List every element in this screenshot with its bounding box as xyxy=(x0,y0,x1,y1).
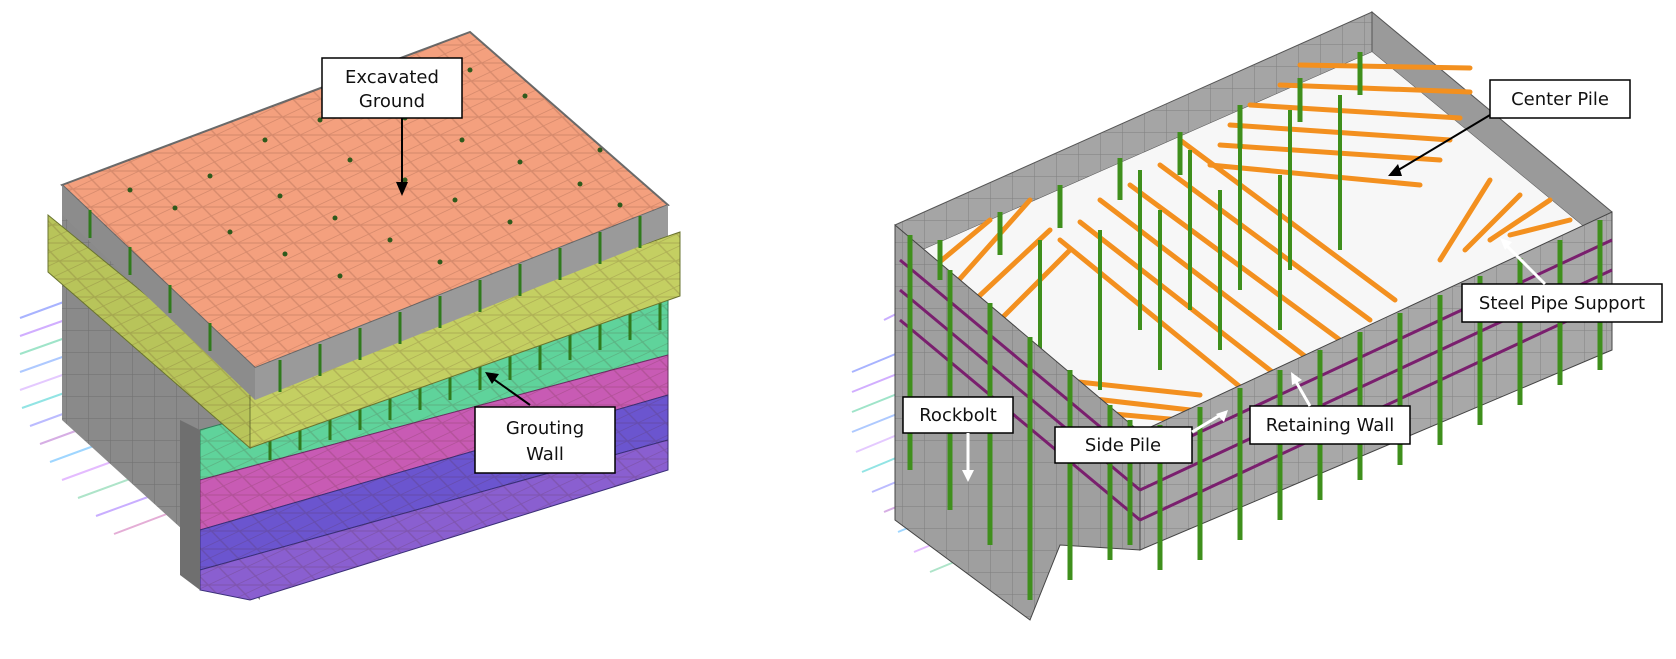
steel-pipe-support-callout: Steel Pipe Support xyxy=(1461,238,1663,323)
rockbolt-callout: Rockbolt xyxy=(902,396,1014,482)
steel-pipe-supports xyxy=(927,62,1573,423)
center-pile-label: Center Pile xyxy=(1511,89,1609,110)
grouting-wall-callout: Grouting Wall xyxy=(474,372,616,474)
steel-pipe-support-label: Steel Pipe Support xyxy=(1479,293,1645,314)
right-model: Center Pile Steel Pipe Support Rockbolt … xyxy=(851,10,1663,621)
grouting-wall-label-line1: Grouting xyxy=(506,418,584,439)
side-pile-callout: Side Pile xyxy=(1054,410,1228,464)
rockbolt-label: Rockbolt xyxy=(919,405,997,426)
left-model: Excavated Ground Grouting Wall xyxy=(19,30,681,601)
side-pile-label: Side Pile xyxy=(1085,435,1161,456)
grouting-wall-label-line2: Wall xyxy=(526,444,564,465)
grouting-wall-band xyxy=(47,213,681,450)
soil-layers xyxy=(180,299,669,601)
side-piles xyxy=(907,52,1603,600)
rim-piles xyxy=(88,210,642,392)
retaining-wall-callout: Retaining Wall xyxy=(1249,372,1411,445)
center-piles xyxy=(1038,95,1342,390)
retaining-wall-label: Retaining Wall xyxy=(1266,415,1395,436)
center-pile-callout: Center Pile xyxy=(1388,79,1631,176)
excavated-ground-label-line1: Excavated xyxy=(345,67,439,88)
excavated-ground-label-line2: Ground xyxy=(359,91,425,112)
excavated-ground-callout: Excavated Ground xyxy=(321,57,463,196)
